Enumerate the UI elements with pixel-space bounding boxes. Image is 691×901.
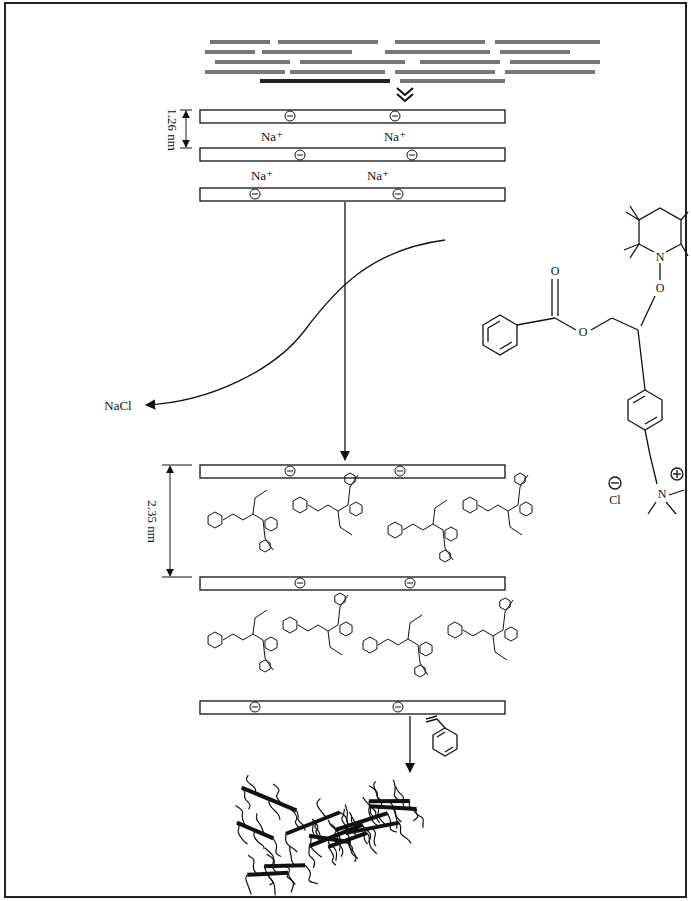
styrene-structure <box>426 716 457 756</box>
polymer-chain <box>273 838 281 856</box>
negative-charge <box>295 578 305 588</box>
dimension-bracket <box>162 465 192 577</box>
initiator-molecule <box>208 610 277 672</box>
polymer-chain <box>264 866 273 885</box>
atom-label: N <box>657 488 668 500</box>
initiator-molecule <box>293 473 362 535</box>
polymer-chain <box>399 823 411 844</box>
clay-platelet <box>369 806 416 809</box>
polymer-chain <box>248 855 257 874</box>
polymer-chain <box>265 848 275 866</box>
dimension-bracket <box>180 110 192 148</box>
polymer-chain <box>313 823 322 841</box>
layer-charges <box>250 111 417 712</box>
polymer-chain <box>336 830 340 851</box>
clay-platelet <box>286 812 340 833</box>
clay-layers <box>200 110 505 201</box>
atom-label: O <box>655 282 666 294</box>
negative-charge <box>395 466 405 476</box>
frame <box>5 3 686 897</box>
polymer-chain <box>290 846 295 865</box>
polymer-chain <box>309 846 315 868</box>
double-arrowhead <box>397 88 413 101</box>
polymer-chain <box>267 854 278 873</box>
polymer-chain <box>287 873 293 893</box>
negative-charge <box>393 189 403 199</box>
polymer-chain <box>286 834 298 852</box>
negative-charge <box>393 702 403 712</box>
initiator-molecule <box>363 615 432 677</box>
negative-charge <box>285 111 295 121</box>
polymer-chain <box>389 801 401 822</box>
atom-label: O <box>578 326 589 338</box>
clay-stack <box>205 40 600 83</box>
polymer-chain <box>345 805 349 826</box>
polymer-chain <box>328 847 336 865</box>
negative-charge <box>250 702 260 712</box>
initiator-molecule <box>388 500 457 562</box>
polymer-chain <box>416 809 423 828</box>
polymer-chain <box>388 813 397 832</box>
exfoliated-nanocomposite <box>236 775 424 895</box>
negative-charge <box>250 189 260 199</box>
polymer-chain <box>285 866 296 885</box>
polymer-chain <box>328 839 336 861</box>
clay-platelet <box>237 823 273 839</box>
polymer-chain <box>340 812 348 831</box>
initiator-structure <box>483 206 688 514</box>
polymer-chain <box>317 798 327 817</box>
polymer-chain <box>287 807 300 828</box>
initiator-molecule <box>208 490 277 552</box>
initiator-molecule <box>283 593 352 655</box>
atom-label: Cl <box>608 494 621 506</box>
initiator-molecule <box>448 598 517 660</box>
clay-platelet <box>264 865 305 866</box>
negative-charge <box>390 111 400 121</box>
negative-charge <box>285 466 295 476</box>
process-arrow <box>344 202 345 460</box>
polymer-chain <box>393 780 399 801</box>
polymer-chain <box>349 842 356 861</box>
polymer-chain <box>363 797 375 817</box>
clay-platelet <box>242 788 297 811</box>
polymer-chain <box>362 821 371 842</box>
process-arrow <box>409 716 410 772</box>
atom-label: N <box>655 251 666 263</box>
initiator-molecule <box>463 473 532 535</box>
intercalated-initiators <box>208 473 532 677</box>
atom-label: O <box>550 265 561 277</box>
polymer-chain <box>393 808 397 829</box>
byproduct-label: NaCl <box>103 399 132 412</box>
clay-layers <box>200 465 505 714</box>
polymer-chain <box>369 786 382 807</box>
ion-label: Na⁺ <box>383 130 407 143</box>
polymer-chain <box>246 875 251 895</box>
dimension-label: 2.35 nm <box>146 499 159 544</box>
polymer-chain <box>372 828 376 846</box>
polymer-chain <box>305 865 318 883</box>
polymer-chain <box>396 786 405 808</box>
dimension-label: 1.26 nm <box>166 107 179 152</box>
negative-charge <box>295 150 305 160</box>
ion-label: Na⁺ <box>250 169 274 182</box>
exchange-arrow <box>146 240 445 405</box>
negative-charge <box>407 150 417 160</box>
ion-label: Na⁺ <box>366 169 390 182</box>
ion-label: Na⁺ <box>260 130 284 143</box>
negative-charge <box>405 578 415 588</box>
